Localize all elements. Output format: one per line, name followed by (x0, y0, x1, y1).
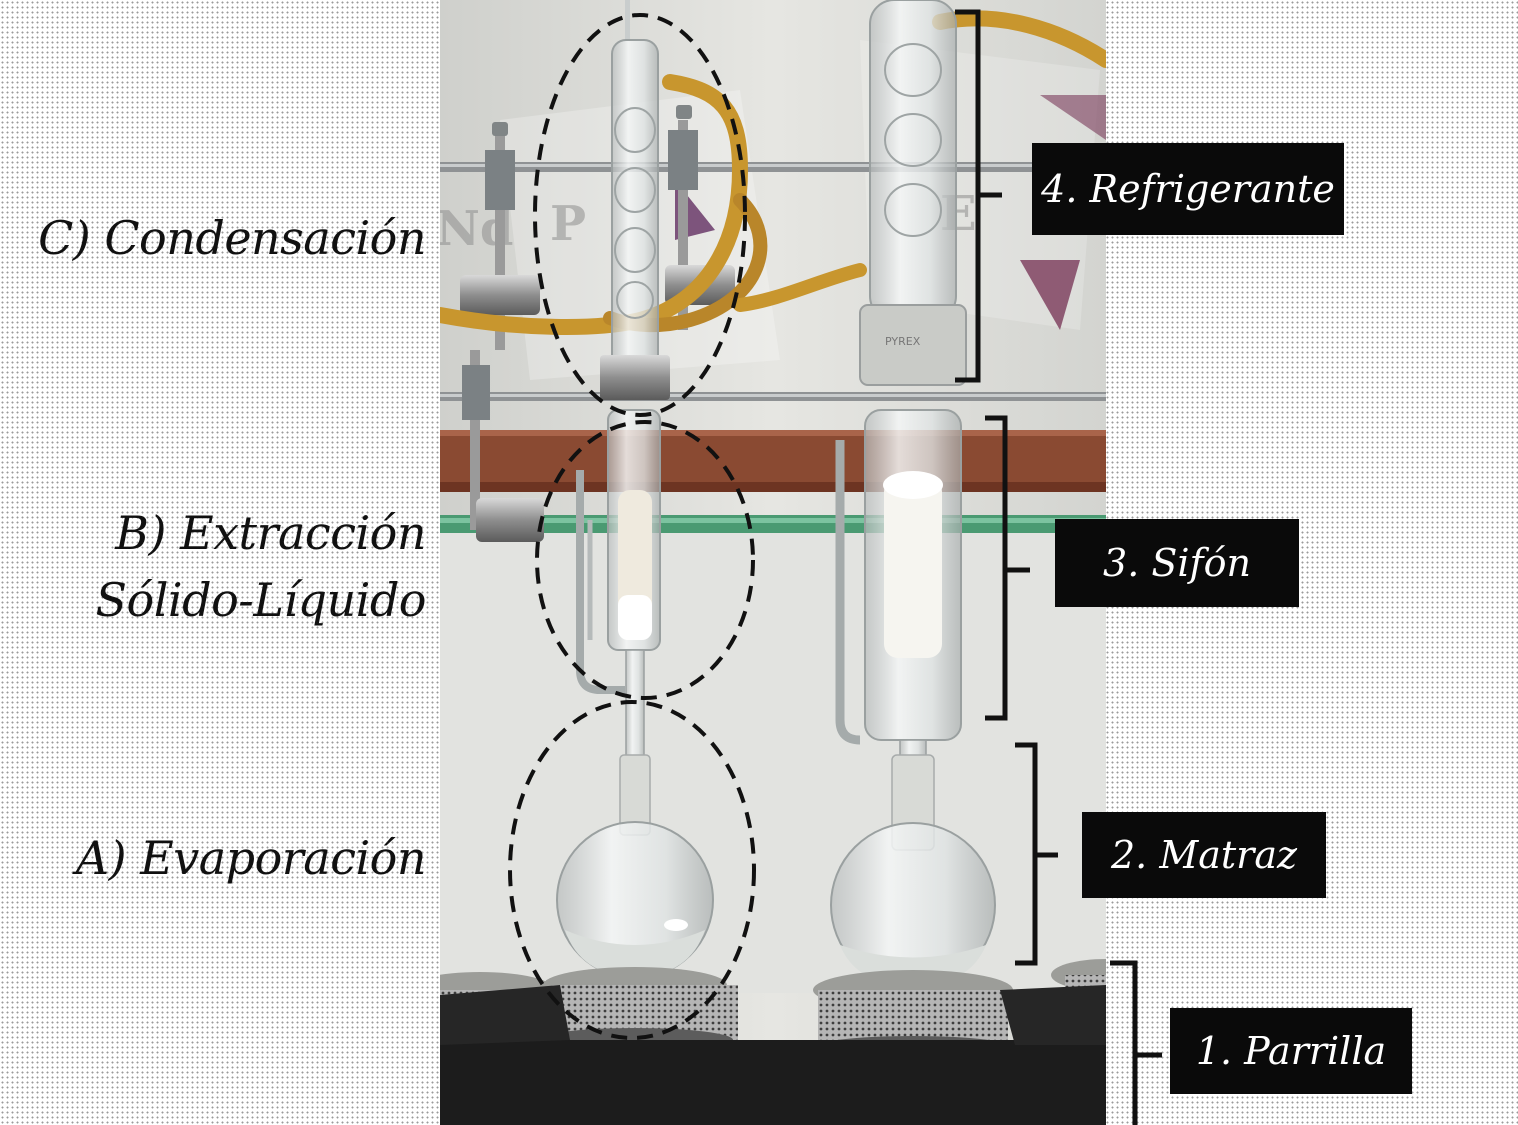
stage-label-extraction-line1: B) Extracción (115, 506, 426, 560)
part-label-sifon: 3. Sifón (1055, 519, 1299, 607)
stage-label-evaporation: A) Evaporación (75, 831, 427, 885)
part-label-refrigerante: 4. Refrigerante (1032, 143, 1344, 235)
stage-label-condensation: C) Condensación (38, 211, 426, 265)
svg-text:PYREX: PYREX (885, 335, 921, 348)
stage-label-extraction-line2: Sólido-Líquido (95, 572, 427, 627)
part-label-parrilla: 1. Parrilla (1170, 1008, 1412, 1094)
apparatus-photo: Nd P E (440, 0, 1106, 1125)
bracket-parrilla (1110, 960, 1162, 1125)
stage-label-extraction: B) Extracción Sólido-Líquido (96, 500, 427, 633)
svg-text:P: P (550, 196, 586, 252)
part-label-matraz: 2. Matraz (1082, 812, 1326, 898)
